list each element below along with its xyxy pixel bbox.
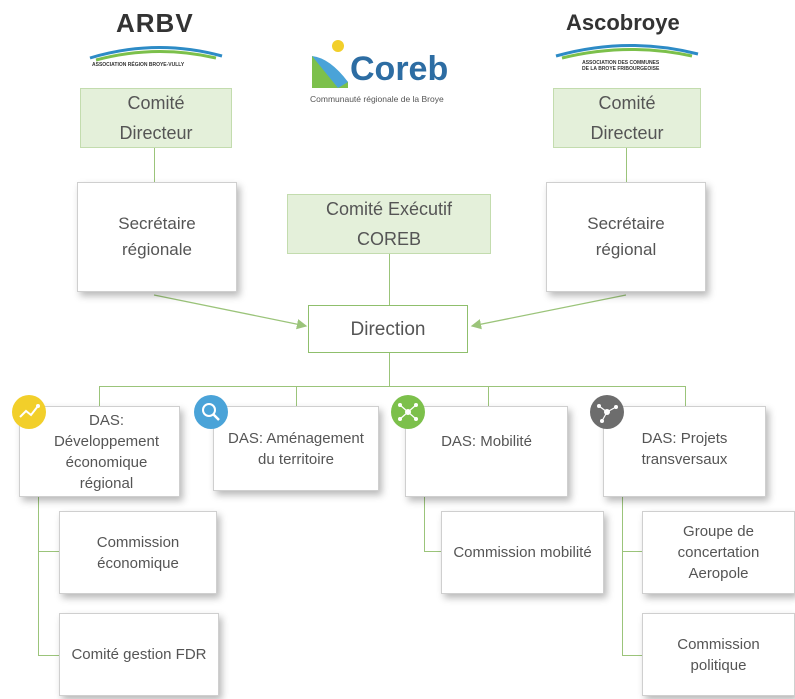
commission-mobilite-box: Commission mobilité — [441, 511, 604, 594]
das-developpement-box: DAS: Développement économique régional — [19, 406, 180, 497]
coreb-logo: Coreb Communauté régionale de la Broye — [306, 38, 478, 108]
secretaire-regional-box: Secrétaire régional — [546, 182, 706, 292]
connector — [389, 353, 390, 386]
magnifier-icon — [194, 395, 228, 429]
connector — [622, 497, 623, 655]
das-mobilite-box: DAS: Mobilité — [405, 406, 568, 497]
arrow-right — [470, 294, 627, 330]
connector — [389, 254, 390, 306]
chart-icon — [12, 395, 46, 429]
comite-executif-box: Comité Exécutif COREB — [287, 194, 491, 254]
connector — [626, 148, 627, 182]
commission-politique-box: Commission politique — [642, 613, 795, 696]
comite-directeur-right: Comité Directeur — [553, 88, 701, 148]
connector — [38, 497, 39, 655]
connector — [622, 655, 642, 656]
commission-economique-box: Commission économique — [59, 511, 217, 594]
coreb-logo-subtitle: Communauté régionale de la Broye — [310, 94, 444, 104]
comite-gestion-fdr-box: Comité gestion FDR — [59, 613, 219, 696]
connector — [622, 551, 642, 552]
connector — [99, 386, 100, 406]
arbv-logo-subtitle: ASSOCIATION RÉGION BROYE-VULLY — [92, 62, 185, 68]
nodes-icon — [590, 395, 624, 429]
connector — [488, 386, 489, 406]
arbv-logo: ARBV ASSOCIATION RÉGION BROYE-VULLY — [86, 8, 226, 70]
secretaire-regionale-box: Secrétaire régionale — [77, 182, 237, 292]
ascobroye-logo: Ascobroye ASSOCIATION DES COMMUNES DE LA… — [552, 10, 702, 82]
arrow-left — [153, 294, 308, 330]
connector — [424, 497, 425, 551]
network-icon — [391, 395, 425, 429]
connector — [38, 551, 59, 552]
connector — [685, 386, 686, 406]
arbv-swoosh-icon — [89, 46, 223, 62]
comite-directeur-left: Comité Directeur — [80, 88, 232, 148]
das-projets-box: DAS: Projets transversaux — [603, 406, 766, 497]
das-amenagement-box: DAS: Aménagement du territoire — [213, 406, 379, 491]
arbv-logo-text: ARBV — [116, 8, 194, 38]
connector — [424, 551, 441, 552]
coreb-logo-text: Coreb — [350, 50, 449, 88]
connector — [154, 148, 155, 182]
coreb-mark-icon — [312, 40, 348, 88]
direction-box: Direction — [308, 305, 468, 353]
connector — [296, 386, 297, 406]
ascobroye-logo-subtitle: ASSOCIATION DES COMMUNES DE LA BROYE FRI… — [582, 60, 660, 72]
ascobroye-logo-text: Ascobroye — [566, 10, 680, 35]
connector — [38, 655, 59, 656]
groupe-aeropole-box: Groupe de concertation Aeropole — [642, 511, 795, 594]
connector — [99, 386, 686, 387]
ascobroye-swoosh-icon — [555, 43, 699, 60]
